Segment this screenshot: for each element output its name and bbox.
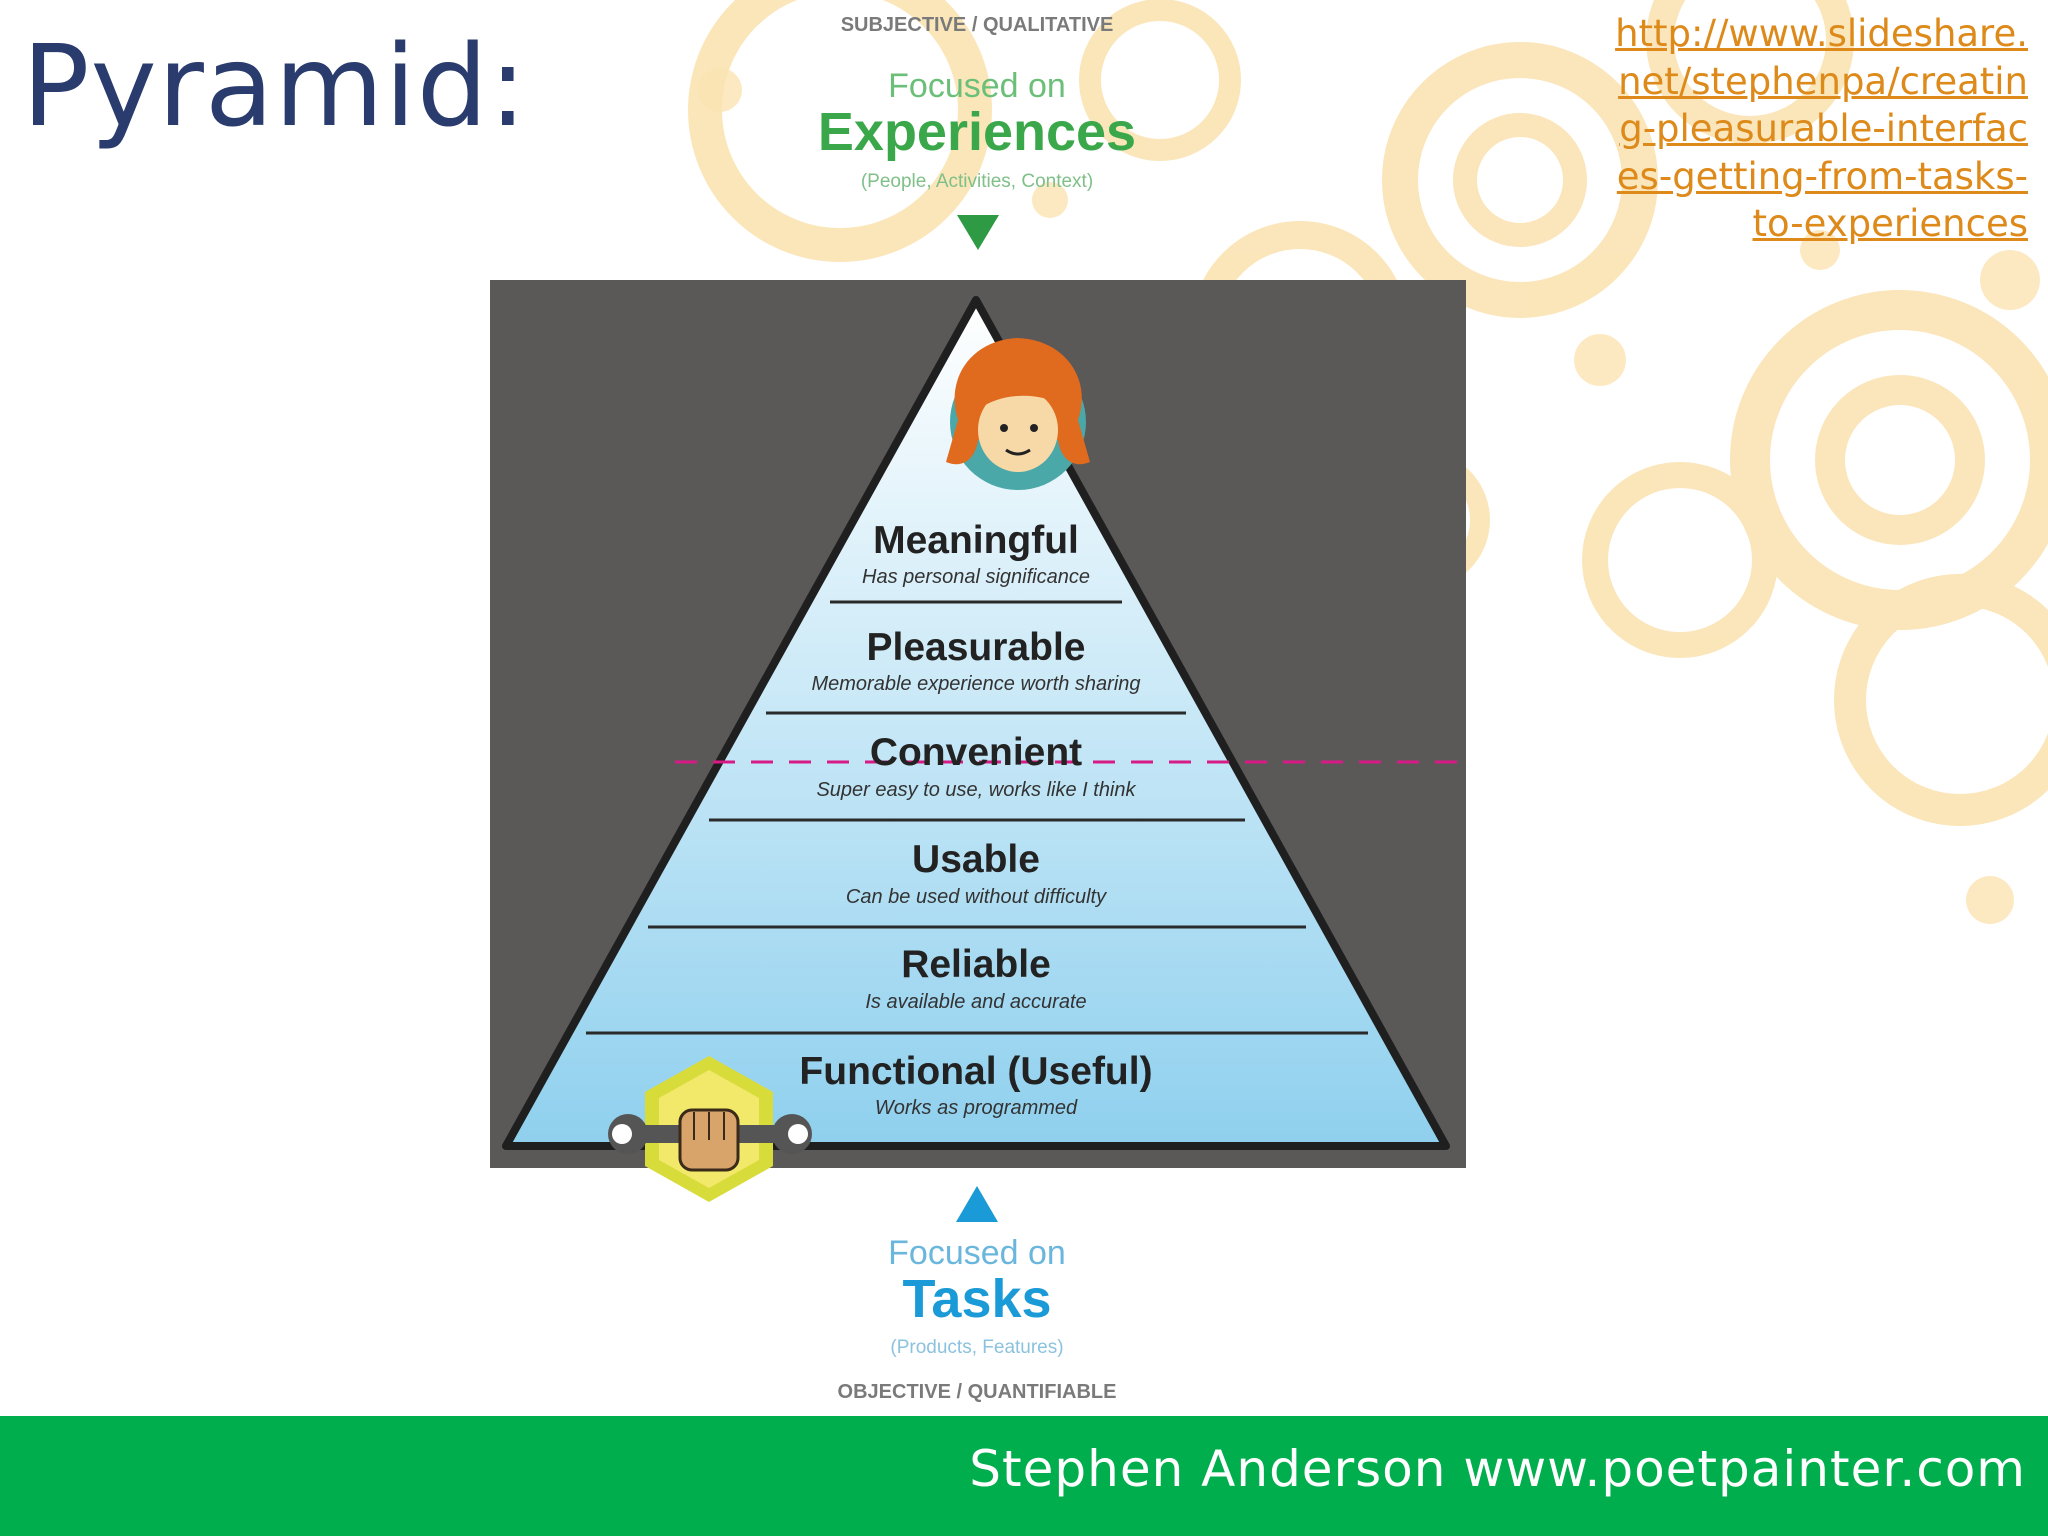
level-usable-name: Usable [912,838,1040,881]
arrow-up-icon [956,1186,998,1222]
level-pleasurable-description: Memorable experience worth sharing [811,673,1140,695]
level-pleasurable-name: Pleasurable [867,626,1086,669]
level-reliable-name: Reliable [901,943,1051,986]
level-convenient-name: Convenient [870,731,1082,774]
source-link[interactable]: http://www.slideshare.net/stephenpa/crea… [1615,12,2028,245]
pyramid-triangle [502,296,1450,1150]
arrow-down-icon [957,215,999,250]
slide-title: Pyramid: [22,22,528,152]
level-functional-description: Works as programmed [875,1097,1078,1119]
tasks-subheading: (Products, Features) [890,1337,1063,1358]
footer-bar: Stephen Anderson www.poetpainter.com [0,1416,2048,1536]
level-meaningful-name: Meaningful [873,519,1079,562]
experiences-subheading: (People, Activities, Context) [861,171,1093,192]
wrench-fist-icon [608,1056,812,1202]
level-usable-description: Can be used without difficulty [846,886,1107,908]
level-convenient-description: Super easy to use, works like I think [816,779,1136,801]
top-caption: SUBJECTIVE / QUALITATIVE [841,14,1114,36]
level-meaningful-description: Has personal significance [862,566,1090,588]
footer-credit: Stephen Anderson www.poetpainter.com [969,1440,2026,1498]
girl-face-icon [946,338,1090,490]
ux-hierarchy-pyramid-diagram: SUBJECTIVE / QUALITATIVE Focused on Expe… [490,14,1466,1403]
bottom-focused-on-label: Focused on [888,1234,1066,1272]
level-reliable-description: Is available and accurate [865,991,1086,1013]
experiences-heading: Experiences [818,102,1136,162]
top-focused-on-label: Focused on [888,67,1066,105]
level-functional-name: Functional (Useful) [799,1050,1152,1093]
tasks-heading: Tasks [902,1269,1051,1329]
bottom-caption: OBJECTIVE / QUANTIFIABLE [838,1381,1117,1403]
